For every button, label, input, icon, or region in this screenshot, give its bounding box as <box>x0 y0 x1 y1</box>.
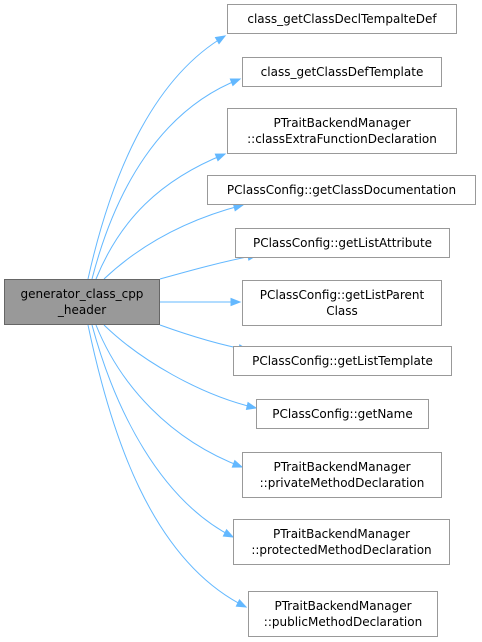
call-edge-3 <box>95 153 226 280</box>
callee-node-publicmethoddeclaration[interactable]: PTraitBackendManager ::publicMethodDecla… <box>248 591 438 637</box>
callee-node-class-getclassdeftemplate[interactable]: class_getClassDefTemplate <box>242 57 442 87</box>
call-edge-1 <box>87 35 226 280</box>
arrowhead-9 <box>231 459 244 468</box>
arrowhead-3 <box>214 153 227 162</box>
arrowhead-1 <box>214 35 227 45</box>
callee-label: class_getClassDefTemplate <box>260 65 424 79</box>
call-edge-10 <box>91 324 234 538</box>
callee-label-line-2: ::privateMethodDeclaration <box>259 476 425 490</box>
callee-node-getlistparentclass[interactable]: PClassConfig::getListParent Class <box>242 280 442 326</box>
callee-label: class_getClassDeclTempalteDef <box>247 12 437 26</box>
callee-node-getlisttemplate[interactable]: PClassConfig::getListTemplate <box>233 346 452 376</box>
call-edge-5 <box>159 254 258 280</box>
callee-node-getclassdocumentation[interactable]: PClassConfig::getClassDocumentation <box>207 175 476 205</box>
root-node-label-line-1: generator_class_cpp <box>20 287 144 301</box>
callee-node-getname[interactable]: PClassConfig::getName <box>256 399 429 429</box>
callee-label-line-1: PClassConfig::getListParent <box>259 288 425 302</box>
callee-label-line-1: PTraitBackendManager <box>273 460 411 474</box>
callee-label-line-2: ::publicMethodDeclaration <box>263 615 423 629</box>
call-edge-9 <box>95 324 243 468</box>
callee-label: PClassConfig::getListAttribute <box>252 236 433 250</box>
callee-label: PClassConfig::getClassDocumentation <box>226 183 457 197</box>
callee-label-line-2: Class <box>326 304 358 318</box>
callee-node-class-getclassdecltempaltedef[interactable]: class_getClassDeclTempalteDef <box>227 4 457 34</box>
arrowhead-6 <box>230 297 242 307</box>
callee-label-line-2: ::protectedMethodDeclaration <box>251 543 432 557</box>
arrowhead-8 <box>245 401 258 410</box>
callee-node-protectedmethoddeclaration[interactable]: PTraitBackendManager ::protectedMethodDe… <box>233 519 450 565</box>
arrowhead-10 <box>222 528 235 538</box>
arrowhead-11 <box>235 599 248 608</box>
callee-node-privatemethoddeclaration[interactable]: PTraitBackendManager ::privateMethodDecl… <box>242 452 442 498</box>
call-edge-11 <box>87 324 247 608</box>
root-node-generator-class-cpp-header[interactable]: generator_class_cpp _header <box>4 279 160 325</box>
callee-label-line-1: PTraitBackendManager <box>273 116 411 130</box>
callee-label-line-2: ::classExtraFunctionDeclaration <box>247 132 437 146</box>
callee-node-getlistattribute[interactable]: PClassConfig::getListAttribute <box>235 228 450 258</box>
arrowhead-2 <box>229 78 242 87</box>
call-edge-2 <box>91 78 241 280</box>
call-edge-4 <box>103 204 244 280</box>
callee-label: PClassConfig::getListTemplate <box>252 354 433 368</box>
callee-label: PClassConfig::getName <box>272 407 413 421</box>
callee-label-line-1: PTraitBackendManager <box>272 527 411 541</box>
root-node-label-line-2: _header <box>57 303 107 317</box>
call-edge-8 <box>103 324 257 409</box>
callee-label-line-1: PTraitBackendManager <box>274 599 412 613</box>
callee-node-classextrafunctiondeclaration[interactable]: PTraitBackendManager ::classExtraFunctio… <box>227 108 457 154</box>
